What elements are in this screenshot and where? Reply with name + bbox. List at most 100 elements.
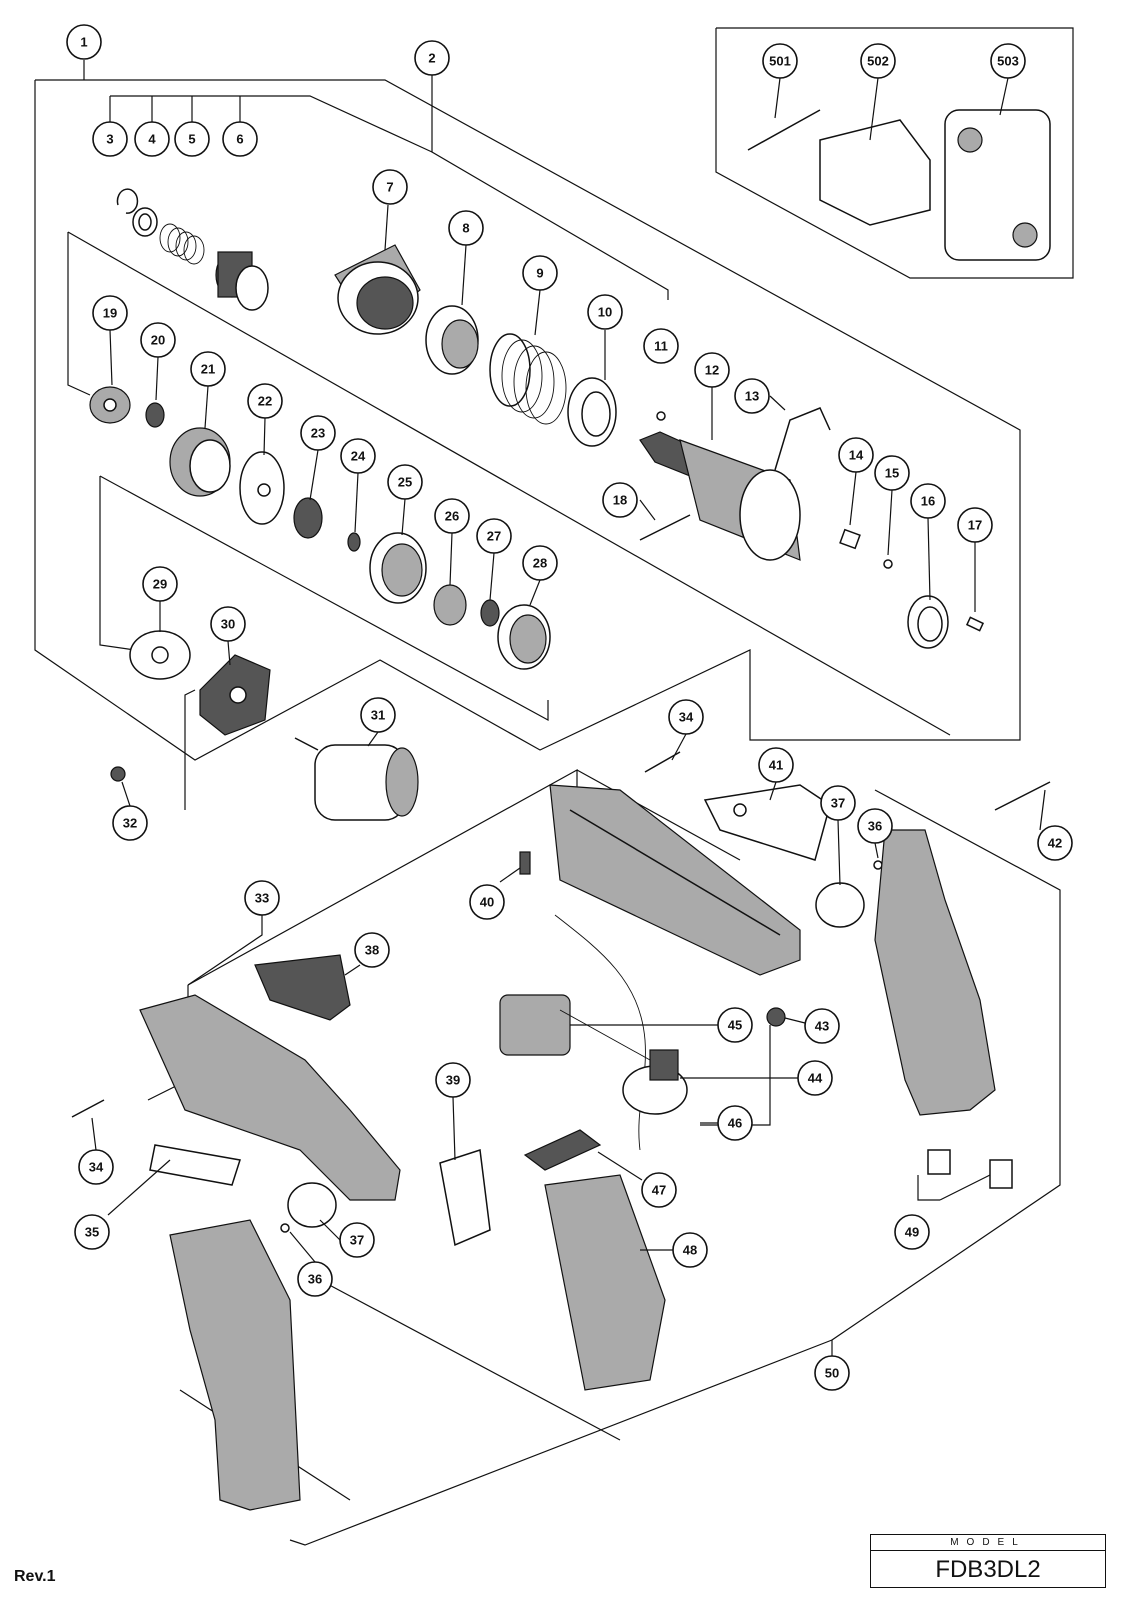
callout-8: 8: [448, 210, 484, 246]
callout-17: 17: [957, 507, 993, 543]
svg-text:45: 45: [728, 1018, 742, 1033]
callout-15: 15: [874, 455, 910, 491]
svg-text:5: 5: [188, 132, 195, 147]
svg-text:19: 19: [103, 306, 117, 321]
svg-text:30: 30: [221, 617, 235, 632]
svg-text:503: 503: [997, 54, 1019, 69]
callout-29: 29: [142, 566, 178, 602]
callout-28: 28: [522, 545, 558, 581]
callout-50: 50: [814, 1355, 850, 1391]
callout-36-upper: 36: [857, 808, 893, 844]
callout-502: 502: [860, 43, 896, 79]
callout-23: 23: [300, 415, 336, 451]
callout-39: 39: [435, 1062, 471, 1098]
svg-text:6: 6: [236, 132, 243, 147]
svg-text:1: 1: [80, 35, 87, 50]
callout-25: 25: [387, 464, 423, 500]
callout-6: 6: [222, 121, 258, 157]
svg-text:35: 35: [85, 1225, 99, 1240]
callout-24: 24: [340, 438, 376, 474]
svg-text:39: 39: [446, 1073, 460, 1088]
spring-9: [489, 333, 567, 425]
svg-text:34: 34: [89, 1160, 104, 1175]
callout-26: 26: [434, 498, 470, 534]
svg-text:50: 50: [825, 1366, 839, 1381]
svg-text:501: 501: [769, 54, 791, 69]
model-caption: MODEL: [871, 1535, 1105, 1551]
callout-leaders: [91, 77, 1046, 1263]
svg-text:21: 21: [201, 362, 215, 377]
callout-4: 4: [134, 121, 170, 157]
svg-text:37: 37: [831, 796, 845, 811]
svg-text:22: 22: [258, 394, 272, 409]
svg-text:47: 47: [652, 1183, 666, 1198]
model-box: MODEL FDB3DL2: [870, 1534, 1106, 1588]
callout-42: 42: [1037, 825, 1073, 861]
svg-text:25: 25: [398, 475, 412, 490]
callout-31: 31: [360, 697, 396, 733]
svg-text:14: 14: [849, 448, 864, 463]
svg-text:43: 43: [815, 1019, 829, 1034]
callout-33: 33: [244, 880, 280, 916]
callout-2: 2: [414, 40, 450, 76]
callout-503: 503: [990, 43, 1026, 79]
callout-36-lower: 36: [297, 1261, 333, 1297]
callout-48: 48: [672, 1232, 708, 1268]
svg-text:48: 48: [683, 1243, 697, 1258]
svg-text:36: 36: [308, 1272, 322, 1287]
svg-text:32: 32: [123, 816, 137, 831]
callout-13: 13: [734, 378, 770, 414]
callout-44: 44: [797, 1060, 833, 1096]
svg-text:3: 3: [106, 132, 113, 147]
callout-16: 16: [910, 483, 946, 519]
callout-501: 501: [762, 43, 798, 79]
callout-43: 43: [804, 1008, 840, 1044]
svg-text:2: 2: [428, 51, 435, 66]
svg-text:46: 46: [728, 1116, 742, 1131]
callout-37-lower: 37: [339, 1222, 375, 1258]
callout-32: 32: [112, 805, 148, 841]
callout-19: 19: [92, 295, 128, 331]
svg-text:40: 40: [480, 895, 494, 910]
svg-text:36: 36: [868, 819, 882, 834]
callout-20: 20: [140, 322, 176, 358]
svg-text:15: 15: [885, 466, 899, 481]
svg-text:49: 49: [905, 1225, 919, 1240]
svg-text:26: 26: [445, 509, 459, 524]
svg-text:24: 24: [351, 449, 366, 464]
svg-text:29: 29: [153, 577, 167, 592]
svg-text:37: 37: [350, 1233, 364, 1248]
svg-text:8: 8: [462, 221, 469, 236]
svg-text:7: 7: [386, 180, 393, 195]
spring-5: [159, 223, 205, 265]
callout-40: 40: [469, 884, 505, 920]
callout-10: 10: [587, 294, 623, 330]
callout-14: 14: [838, 437, 874, 473]
callout-35: 35: [74, 1214, 110, 1250]
callout-1: 1: [66, 24, 102, 60]
svg-text:17: 17: [968, 518, 982, 533]
callout-47: 47: [641, 1172, 677, 1208]
svg-text:42: 42: [1048, 836, 1062, 851]
svg-text:31: 31: [371, 708, 385, 723]
svg-text:44: 44: [808, 1071, 823, 1086]
svg-text:9: 9: [536, 266, 543, 281]
svg-text:28: 28: [533, 556, 547, 571]
callout-34-lower: 34: [78, 1149, 114, 1185]
svg-text:502: 502: [867, 54, 889, 69]
callout-21: 21: [190, 351, 226, 387]
callout-9: 9: [522, 255, 558, 291]
callout-27: 27: [476, 518, 512, 554]
model-number: FDB3DL2: [935, 1556, 1041, 1583]
callout-37-upper: 37: [820, 785, 856, 821]
svg-text:11: 11: [654, 339, 668, 354]
callout-45: 45: [717, 1007, 753, 1043]
svg-text:27: 27: [487, 529, 501, 544]
callout-30: 30: [210, 606, 246, 642]
part-illustrations: [71, 109, 1051, 1511]
svg-text:12: 12: [705, 363, 719, 378]
svg-text:38: 38: [365, 943, 379, 958]
svg-text:41: 41: [769, 758, 783, 773]
callout-38: 38: [354, 932, 390, 968]
